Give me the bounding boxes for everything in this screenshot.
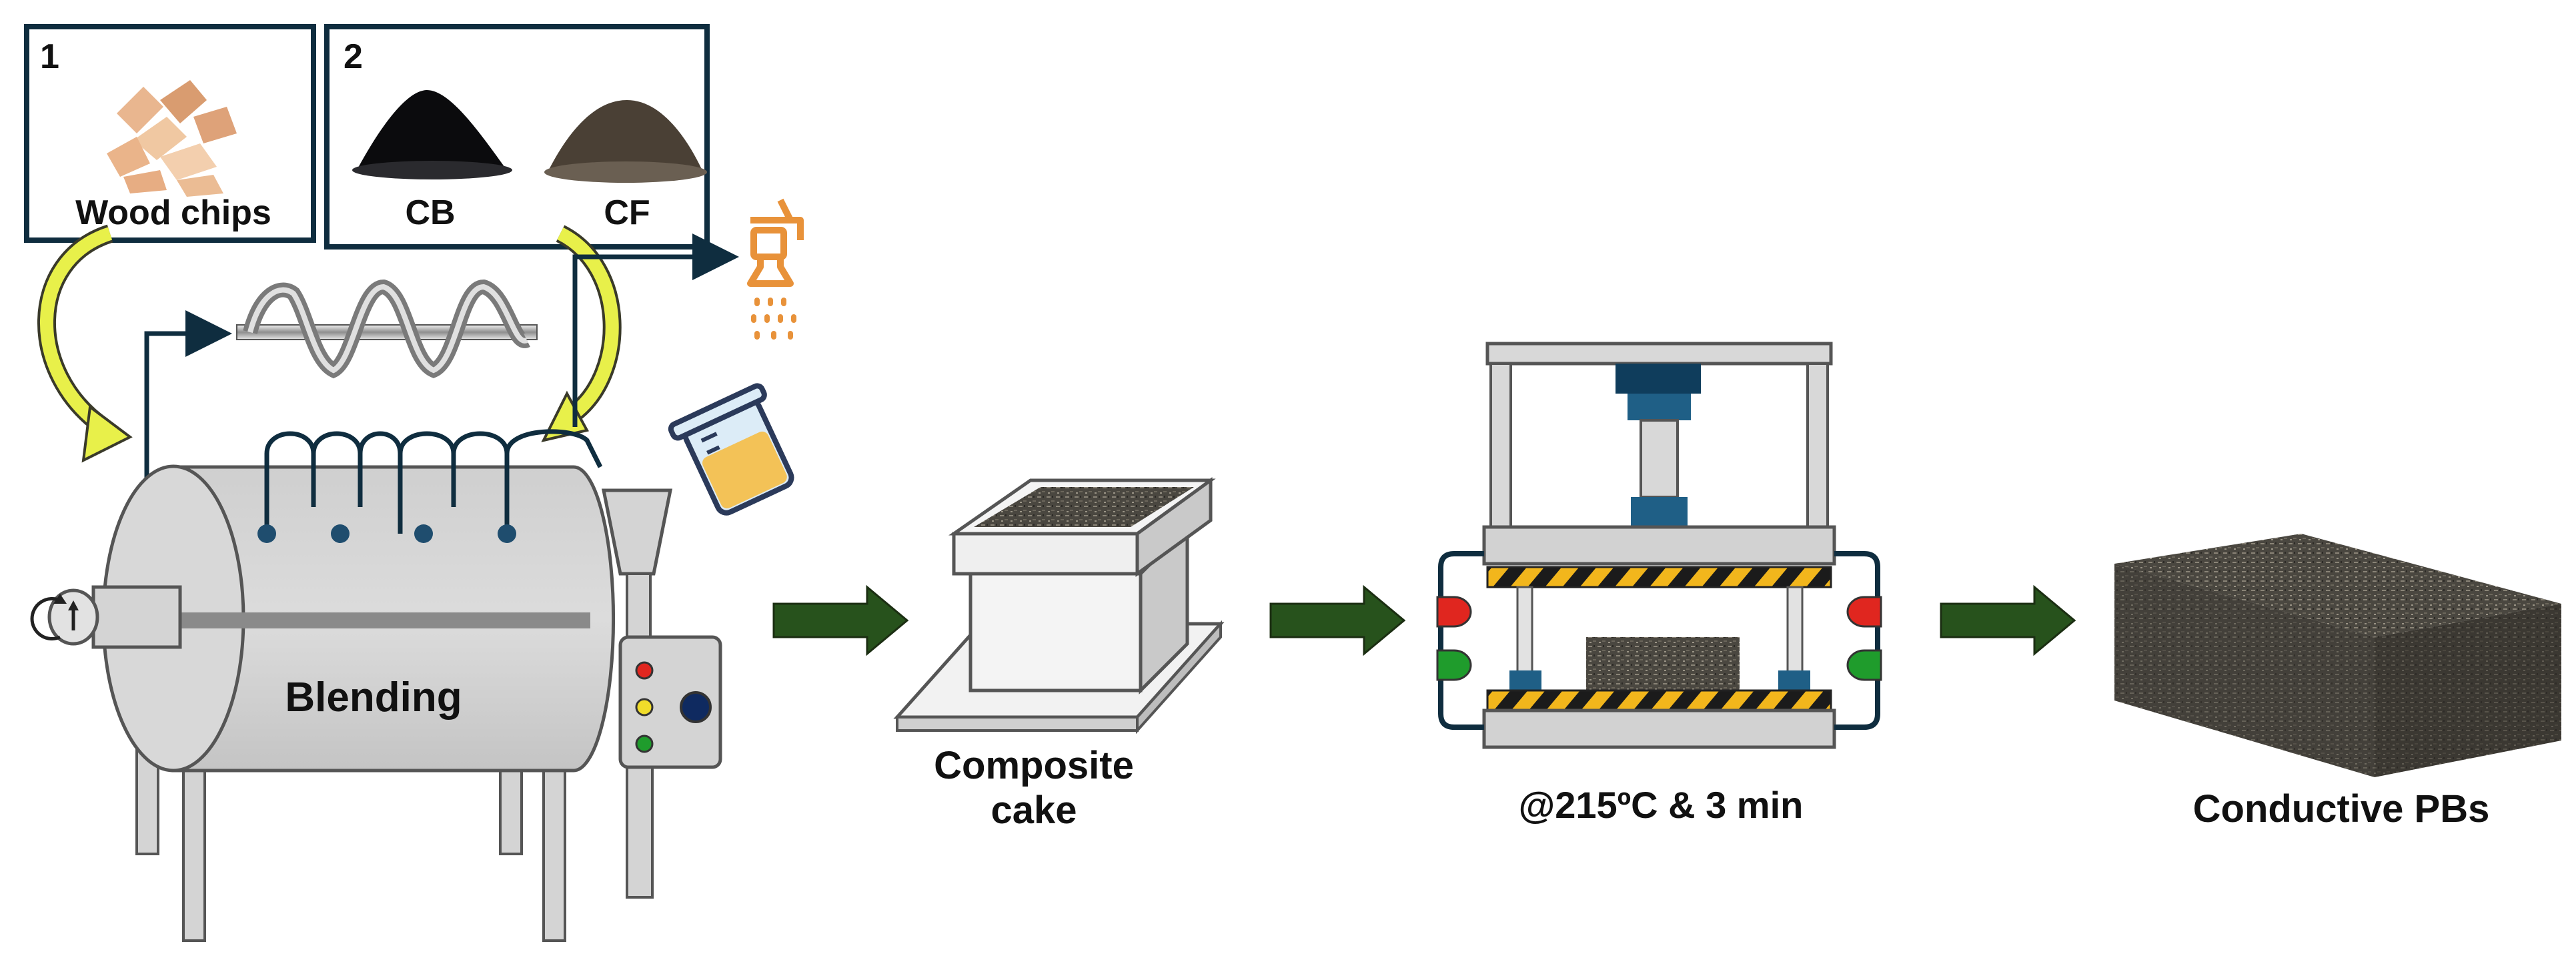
press-top-beam <box>1485 342 1833 366</box>
input-number-1: 1 <box>40 37 59 76</box>
carbon-black-powder-image <box>352 90 512 179</box>
sprayer-feed-line <box>572 233 739 427</box>
input-box-fillers <box>324 24 710 250</box>
cake-surface <box>974 487 1194 527</box>
input-box-wood-chips <box>24 24 316 243</box>
blending-label: Blending <box>285 674 462 721</box>
flow-arrow-3 <box>1940 584 2076 656</box>
flow-arrow-1 <box>772 584 909 656</box>
cb-label: CB <box>405 193 456 232</box>
press-conditions-label: @215ºC & 3 min <box>1518 784 1804 826</box>
red-lamp-right <box>1846 596 1882 628</box>
auger-screw <box>236 279 538 379</box>
hot-press <box>1436 342 1882 749</box>
green-lamp-left <box>1436 649 1472 681</box>
spray-nozzle <box>331 524 350 543</box>
spray-nozzle <box>498 524 516 543</box>
green-indicator-light <box>635 735 654 753</box>
lower-platen <box>1482 708 1836 749</box>
control-knob <box>680 691 712 723</box>
lower-heating-strip <box>1486 689 1832 712</box>
flow-arrow-2 <box>1269 584 1406 656</box>
hydraulic-ram <box>1640 419 1679 498</box>
red-lamp-left <box>1436 596 1472 628</box>
press-frame-post <box>1806 362 1829 528</box>
yellow-indicator-light <box>635 698 654 716</box>
resin-beaker-icon <box>668 383 794 516</box>
blender-machine <box>30 429 722 942</box>
red-indicator-light <box>635 661 654 680</box>
wood-chips-image <box>107 80 237 197</box>
cf-label: CF <box>604 193 650 232</box>
blender-drum-band <box>153 612 590 628</box>
composite-cake-mold <box>893 477 1225 735</box>
blender-axle-hub <box>91 585 182 649</box>
ram-foot <box>1631 497 1688 527</box>
hydraulic-cylinder-cap <box>1616 364 1701 394</box>
auger-feed-line <box>144 310 232 540</box>
sprayer-icon <box>747 198 804 340</box>
carbon-fiber-powder-image <box>544 100 707 183</box>
conductive-particleboard <box>2114 534 2561 777</box>
mold-box-front <box>969 572 1143 692</box>
rotation-icon <box>30 594 79 640</box>
press-mat <box>1586 637 1740 690</box>
spray-manifold <box>264 429 603 534</box>
spray-nozzle <box>414 524 433 543</box>
feed-arrow-wood-chips <box>37 224 133 463</box>
press-frame-post <box>1489 362 1512 528</box>
input-number-2: 2 <box>344 37 363 76</box>
upper-platen <box>1482 525 1836 566</box>
resin-hopper <box>601 488 673 576</box>
green-lamp-right <box>1846 649 1882 681</box>
spray-nozzle <box>257 524 276 543</box>
conductive-pbs-label: Conductive PBs <box>2192 787 2490 831</box>
blender-leg <box>542 739 566 942</box>
upper-heating-strip <box>1486 566 1832 588</box>
wood-chips-label: Wood chips <box>75 193 271 232</box>
feed-arrow-fillers <box>541 225 622 442</box>
board-top <box>2114 534 2561 637</box>
composite-cake-label: Composite cake <box>934 744 1134 832</box>
